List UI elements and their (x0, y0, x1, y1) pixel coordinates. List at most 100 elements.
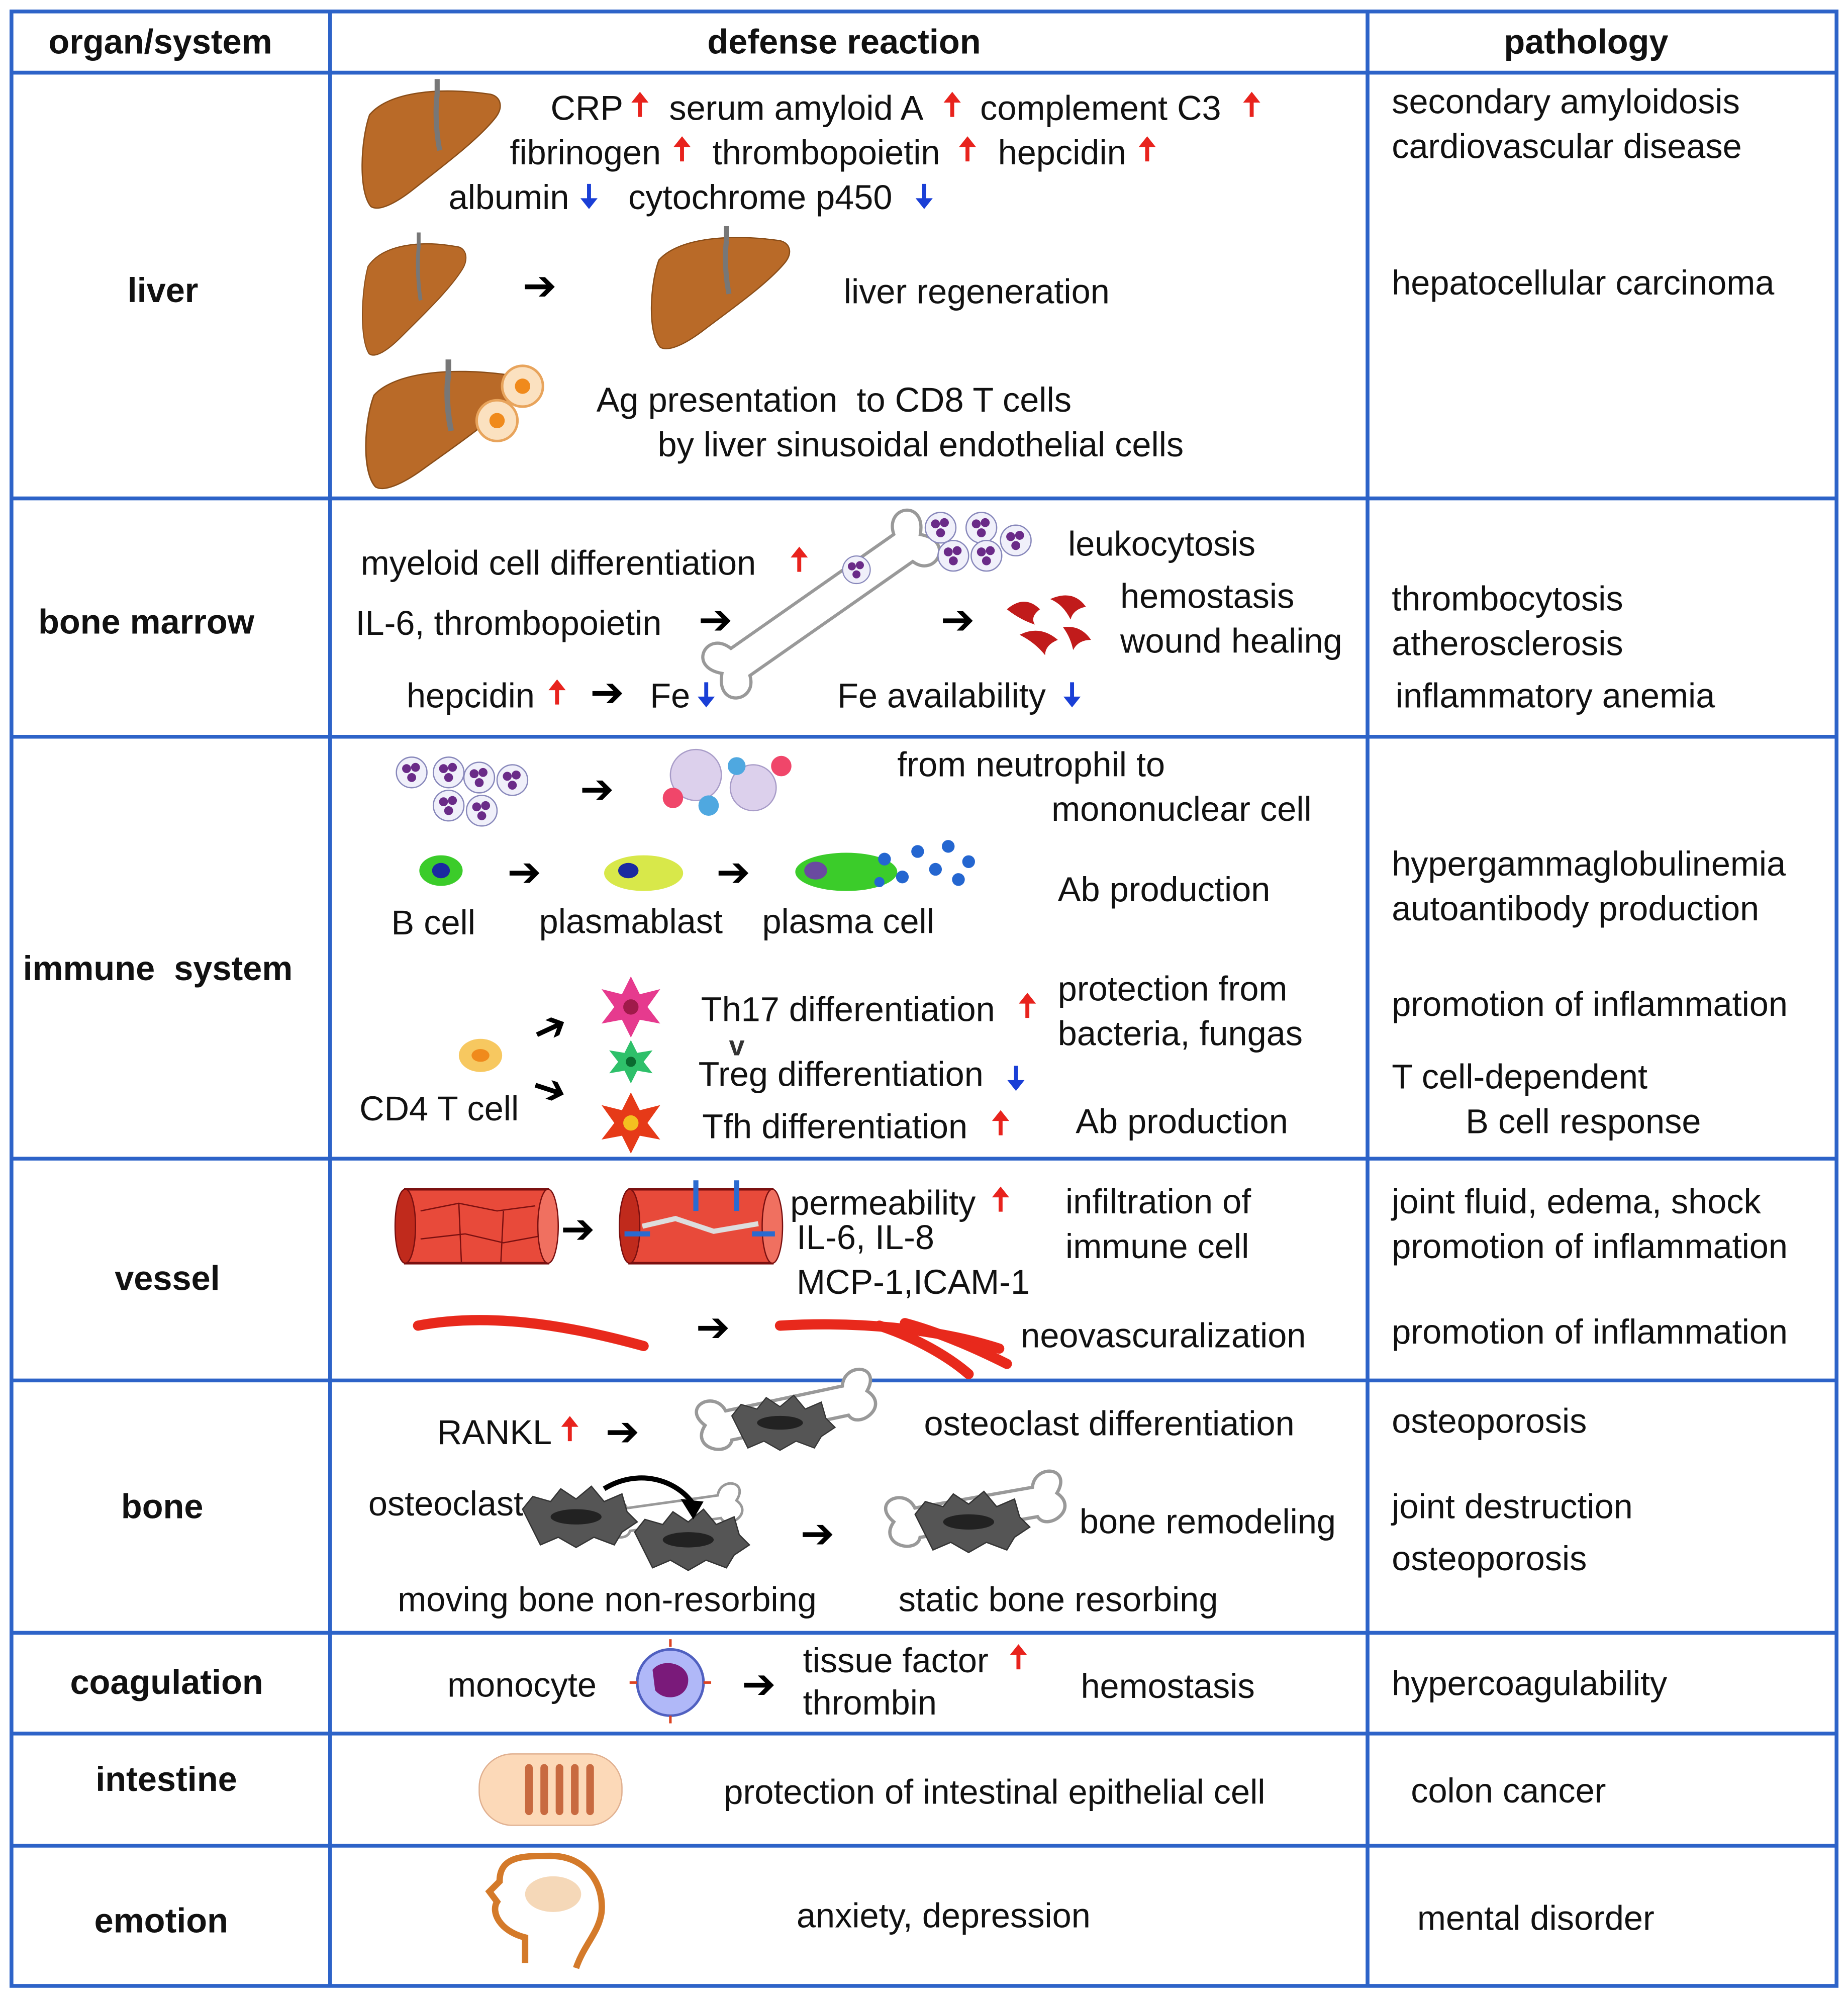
up-arrow-icon: 🠅 (1138, 131, 1156, 170)
liver-path-2: cardiovascular disease (1392, 127, 1742, 166)
bone-remodeling-label: bone remodeling (1079, 1502, 1336, 1541)
lsec-label: by liver sinusoidal endothelial cells (657, 425, 1184, 464)
organ-bone-marrow: bone marrow (38, 603, 254, 641)
right-arrow-icon: ➔ (741, 1659, 776, 1708)
right-arrow-icon: ➔ (560, 1204, 595, 1253)
mcp-label: MCP-1,ICAM-1 (796, 1263, 1030, 1302)
right-arrow-icon: ➔ (524, 998, 576, 1057)
up-arrow-icon: 🠅 (991, 1105, 1010, 1144)
right-arrow-icon: ➔ (579, 765, 614, 813)
right-arrow-icon: ➔ (698, 595, 733, 644)
inhibit-mark: v (729, 1030, 745, 1062)
up-arrow-icon: 🠅 (560, 1411, 579, 1450)
infiltration-label-1: infiltration of (1065, 1183, 1251, 1221)
intestine-path: colon cancer (1411, 1771, 1606, 1810)
right-arrow-icon: ➔ (526, 1060, 574, 1117)
organ-bone: bone (121, 1487, 204, 1526)
vessel-path-2: promotion of inflammation (1392, 1227, 1788, 1266)
b-cell-label: B cell (391, 903, 475, 942)
hemostasis-label: hemostasis (1120, 577, 1295, 616)
thrombin-label: thrombin (803, 1683, 937, 1723)
leukocytosis-label: leukocytosis (1068, 525, 1256, 563)
wound-healing-label: wound healing (1120, 622, 1342, 660)
marrow-hepcidin-label: hepcidin (406, 677, 535, 715)
infiltration-label-2: immune cell (1065, 1227, 1249, 1266)
coag-path: hypercoagulability (1392, 1664, 1668, 1703)
organ-vessel: vessel (115, 1259, 220, 1298)
vessel-line-icon-2 (774, 1318, 1012, 1379)
osteoclast-label: osteoclast (368, 1485, 524, 1524)
bone-path-1: osteoporosis (1392, 1402, 1587, 1441)
organ-liver: liver (127, 271, 199, 310)
marrow-path-1: thrombocytosis (1392, 580, 1623, 618)
plasma-cell-icon (795, 840, 975, 891)
down-arrow-icon: 🠇 (1007, 1060, 1025, 1099)
up-arrow-icon: 🠅 (1242, 86, 1261, 125)
liver-path-3: hepatocellular carcinoma (1392, 263, 1775, 303)
right-arrow-icon: ➔ (522, 261, 557, 310)
b-cell-icon (419, 855, 463, 886)
up-arrow-icon: 🠅 (631, 86, 649, 125)
moving-label: moving bone non-resorbing (398, 1580, 817, 1619)
organ-emotion: emotion (94, 1902, 228, 1940)
table-grid (10, 10, 1839, 1988)
up-arrow-icon: 🠅 (790, 541, 809, 580)
organ-immune-system: immune system (23, 949, 293, 988)
th17-label: Th17 differentiation (701, 990, 995, 1029)
right-arrow-icon: ➔ (507, 847, 542, 896)
tfh-label: Tfh differentiation (702, 1107, 968, 1146)
bone-icon (701, 508, 941, 700)
vessel-path-3: promotion of inflammation (1392, 1312, 1788, 1352)
fe-label: Fe (650, 677, 691, 715)
anxiety-label: anxiety, depression (796, 1896, 1091, 1935)
header-pathology: pathology (1504, 23, 1669, 61)
il-label: IL-6, IL-8 (796, 1218, 934, 1257)
marrow-path-2: atherosclerosis (1392, 624, 1623, 663)
vessel-path-1: joint fluid, edema, shock (1392, 1183, 1761, 1221)
mononuclear-cells-icon (662, 748, 792, 816)
treg-cell-icon (609, 1040, 653, 1084)
coag-hemostasis-label: hemostasis (1081, 1667, 1255, 1706)
protection-label-1: protection from (1057, 970, 1288, 1008)
tissue-factor-label: tissue factor (803, 1642, 989, 1680)
ab-production-label-2: Ab production (1076, 1102, 1288, 1141)
down-arrow-icon: 🠇 (1062, 677, 1082, 715)
vessel-icon-2 (619, 1180, 784, 1265)
crp-label: CRP (550, 89, 624, 128)
up-arrow-icon: 🠅 (548, 674, 566, 713)
bone-path-3: osteoporosis (1392, 1540, 1587, 1578)
moving-osteoclast-icon (522, 1475, 750, 1571)
up-arrow-icon: 🠅 (991, 1181, 1010, 1220)
organ-intestine: intestine (95, 1760, 237, 1799)
cd4-t-cell-icon (458, 1038, 503, 1072)
immune-path-5: B cell response (1466, 1102, 1701, 1141)
right-arrow-icon: ➔ (605, 1407, 640, 1456)
treg-label: Treg differentiation (698, 1055, 984, 1094)
right-arrow-icon: ➔ (696, 1302, 730, 1352)
liver-regeneration-label: liver regeneration (843, 272, 1110, 311)
neutrophil-label-1: from neutrophil to (897, 745, 1165, 784)
saa-label: serum amyloid A (669, 89, 924, 128)
down-arrow-icon: 🠇 (579, 178, 598, 217)
intestine-protection-label: protection of intestinal epithelial cell (724, 1773, 1266, 1812)
up-arrow-icon: 🠅 (1009, 1639, 1028, 1678)
il6-tpo-label: IL-6, thrombopoietin (355, 604, 662, 643)
marrow-path-3: inflammatory anemia (1395, 677, 1715, 715)
myeloid-label: myeloid cell differentiation (360, 544, 756, 583)
albumin-label: albumin (448, 178, 569, 217)
intestine-icon (478, 1753, 623, 1826)
fe-availability-label: Fe availability (837, 677, 1046, 715)
plasmablast-icon (604, 855, 684, 891)
protection-label-2: bacteria, fungas (1057, 1014, 1303, 1053)
c3-label: complement C3 (980, 89, 1221, 128)
down-arrow-icon: 🠇 (915, 178, 933, 217)
hepcidin-label: hepcidin (998, 134, 1126, 172)
right-arrow-icon: ➔ (940, 595, 975, 644)
bone-path-2: joint destruction (1392, 1487, 1633, 1526)
organ-coagulation: coagulation (70, 1663, 263, 1702)
right-arrow-icon: ➔ (716, 847, 751, 896)
right-arrow-icon: ➔ (800, 1509, 835, 1558)
up-arrow-icon: 🠅 (1018, 988, 1037, 1026)
fibrinogen-label: fibrinogen (510, 134, 661, 172)
